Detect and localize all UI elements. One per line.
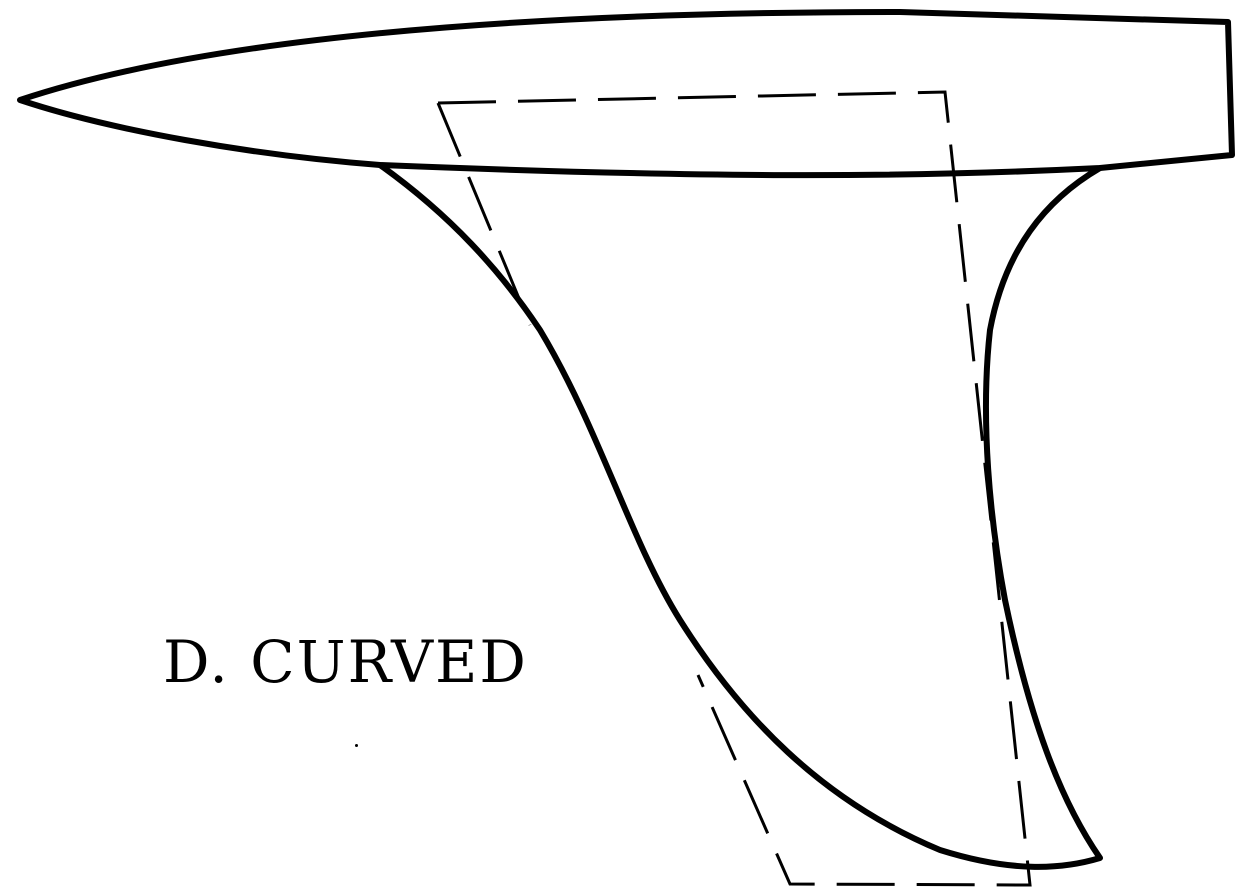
dashed-guide-outline — [437, 90, 1032, 887]
curved-blade-outline — [377, 162, 1103, 870]
stray-mark — [355, 744, 358, 747]
diagram-caption: D. CURVED — [163, 628, 528, 696]
top-bar-outline — [17, 9, 1235, 179]
dashed-guide-upper-left-edge — [436, 102, 532, 326]
